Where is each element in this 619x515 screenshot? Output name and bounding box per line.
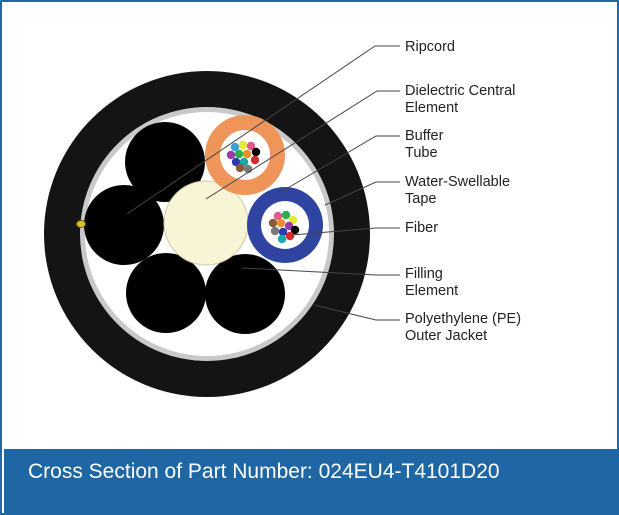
fiber bbox=[226, 150, 236, 160]
label-jacket-line1: Polyethylene (PE) bbox=[405, 311, 521, 327]
fiber bbox=[284, 221, 294, 231]
fiber bbox=[281, 210, 291, 220]
fiber bbox=[251, 147, 261, 157]
fiber bbox=[278, 227, 288, 237]
leader-line-filling bbox=[241, 267, 400, 276]
label-buffer-line2: Tube bbox=[405, 145, 438, 161]
fiber bbox=[242, 149, 252, 159]
label-tape-line1: Water-Swellable bbox=[405, 174, 510, 190]
leader-line-fiber bbox=[291, 227, 400, 236]
fiber bbox=[246, 141, 256, 151]
label-jacket-line2: Outer Jacket bbox=[405, 328, 487, 344]
filling-element-left bbox=[84, 185, 164, 265]
leader-line-tape bbox=[324, 181, 400, 206]
fiber-bundle-orange bbox=[226, 140, 261, 174]
fiber bbox=[285, 231, 295, 241]
fiber bbox=[273, 211, 283, 221]
leader-line-dielectric bbox=[205, 90, 400, 200]
cable-cross-section-diagram: Ripcord Dielectric Central Element Buffe… bbox=[44, 39, 521, 397]
fiber bbox=[231, 157, 241, 167]
leader-line-jacket bbox=[313, 304, 400, 321]
label-fiber: Fiber bbox=[405, 220, 438, 236]
filling-element-top-left bbox=[125, 122, 205, 202]
label-dielectric-line2: Element bbox=[405, 100, 458, 116]
fiber bbox=[276, 218, 286, 228]
filling-element-bottom-left bbox=[126, 253, 206, 333]
fiber bbox=[290, 225, 300, 235]
fiber bbox=[250, 155, 260, 165]
fiber bbox=[230, 142, 240, 152]
label-tape-line2: Tape bbox=[405, 191, 436, 207]
label-buffer-line1: Buffer bbox=[405, 128, 444, 144]
leader-lines bbox=[126, 45, 400, 321]
caption-text: Cross Section of Part Number: 024EU4-T41… bbox=[28, 460, 500, 483]
fiber bbox=[234, 149, 244, 159]
fiber bbox=[277, 234, 287, 244]
label-dielectric-line1: Dielectric Central bbox=[405, 83, 515, 99]
label-ripcord: Ripcord bbox=[405, 39, 455, 55]
label-filling-line2: Element bbox=[405, 283, 458, 299]
filling-element-bottom-right bbox=[205, 254, 285, 334]
ripcord bbox=[76, 220, 86, 228]
fiber bbox=[239, 157, 249, 167]
fiber bbox=[268, 218, 278, 228]
leader-line-ripcord bbox=[126, 45, 400, 215]
fiber bbox=[270, 226, 280, 236]
fiber bbox=[288, 215, 298, 225]
caption-bar: Cross Section of Part Number: 024EU4-T41… bbox=[4, 449, 619, 515]
fiber bbox=[235, 163, 245, 173]
fiber-bundle-blue bbox=[268, 210, 300, 244]
leader-line-buffer-tube bbox=[280, 135, 400, 193]
fiber bbox=[238, 140, 248, 150]
label-filling-line1: Filling bbox=[405, 266, 443, 282]
